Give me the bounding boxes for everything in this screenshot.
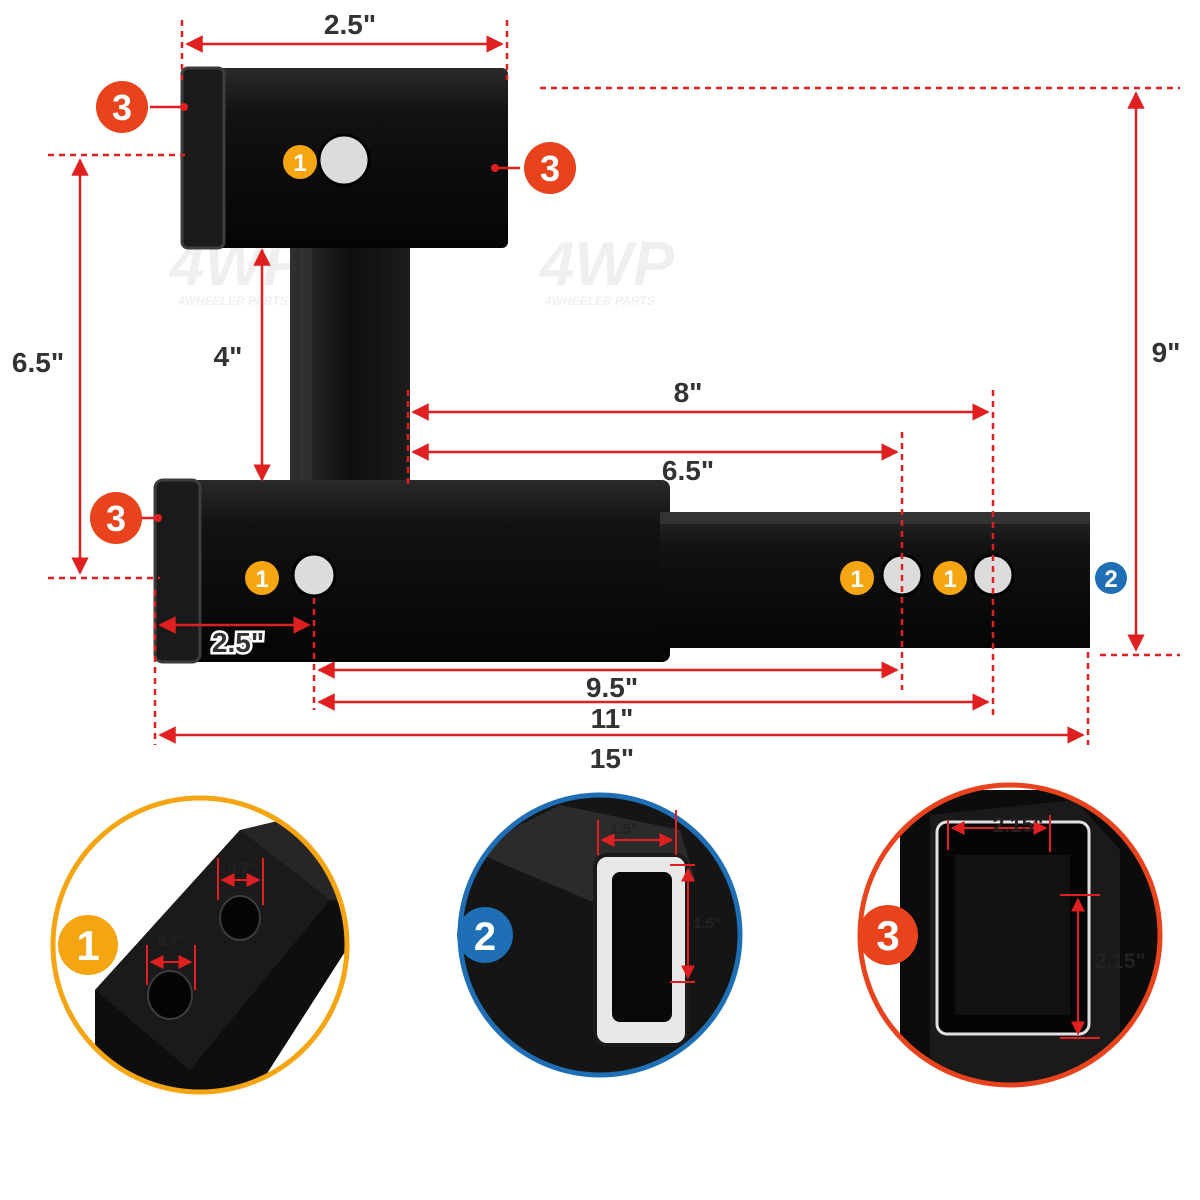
detail-receiver-badge: 3 — [858, 905, 918, 965]
svg-text:3: 3 — [540, 148, 560, 189]
dim-first-outer: 11" — [591, 703, 634, 734]
svg-text:3: 3 — [112, 87, 132, 128]
dim-outer: 8" — [674, 377, 703, 408]
dim-rise: 6.5" — [12, 347, 64, 378]
detail-hole-dim-upper: 0.7" — [228, 860, 256, 877]
badge-3-top-left: 3 — [96, 81, 148, 133]
detail-receiver-dim-height: 2.15" — [1095, 950, 1146, 973]
detail-shank-dim-width: 1.5" — [610, 821, 638, 838]
svg-text:1: 1 — [943, 566, 956, 593]
badge-1-inner: 1 — [840, 561, 874, 595]
badge-3-lower: 3 — [90, 492, 142, 544]
dim-inner: 6.5" — [662, 455, 714, 486]
badge-2-shank: 2 — [1095, 562, 1127, 594]
svg-text:4WHEELER PARTS: 4WHEELER PARTS — [177, 294, 288, 308]
badge-3-top-right: 3 — [524, 142, 576, 194]
detail-hole: 0.7" 0.7" 1 — [50, 795, 350, 1095]
dim-top-width: 2.5" — [324, 9, 376, 40]
dim-first-inner: 9.5" — [586, 672, 638, 703]
detail-receiver-dim-width: 2.15" — [993, 814, 1044, 837]
svg-text:4WP: 4WP — [538, 230, 675, 299]
svg-text:3: 3 — [106, 498, 126, 539]
dimension-lines — [48, 20, 1180, 745]
svg-text:1: 1 — [76, 922, 99, 969]
top-pin-hole — [317, 133, 371, 187]
svg-text:2: 2 — [474, 915, 496, 959]
svg-text:1: 1 — [293, 150, 306, 177]
dim-overall-length: 15" — [590, 743, 634, 774]
detail-hole-dim-lower: 0.7" — [157, 933, 185, 950]
detail-receiver: 2.15" 2.15" 3 — [857, 782, 1163, 1088]
detail-shank-dim-height: 1.5" — [693, 915, 721, 932]
dimension-labels: 2.5" 9" 6.5" 4" 8" 6.5" 2.5" 9.5" 11" 15… — [12, 9, 1181, 774]
svg-text:1: 1 — [850, 566, 863, 593]
dim-riser: 4" — [214, 341, 243, 372]
svg-text:4WHEELER PARTS: 4WHEELER PARTS — [544, 294, 655, 308]
lower-pin-hole — [291, 552, 337, 598]
badge-1-top: 1 — [283, 145, 317, 179]
dim-overall-height: 9" — [1152, 337, 1181, 368]
badge-1-outer: 1 — [933, 561, 967, 595]
svg-text:1: 1 — [255, 566, 268, 593]
detail-shank-badge: 2 — [457, 907, 513, 963]
badge-1-lower: 1 — [245, 561, 279, 595]
svg-text:3: 3 — [876, 912, 899, 959]
leader-dots — [154, 103, 499, 522]
svg-text:2: 2 — [1104, 566, 1117, 593]
badges: 3 3 3 1 1 1 1 2 — [90, 81, 1127, 595]
shank-tube — [660, 512, 1090, 648]
dim-front: 2.5" — [212, 627, 264, 658]
detail-shank: 1.5" 1.5" 2 — [457, 792, 743, 1078]
detail-hole-badge: 1 — [58, 915, 118, 975]
